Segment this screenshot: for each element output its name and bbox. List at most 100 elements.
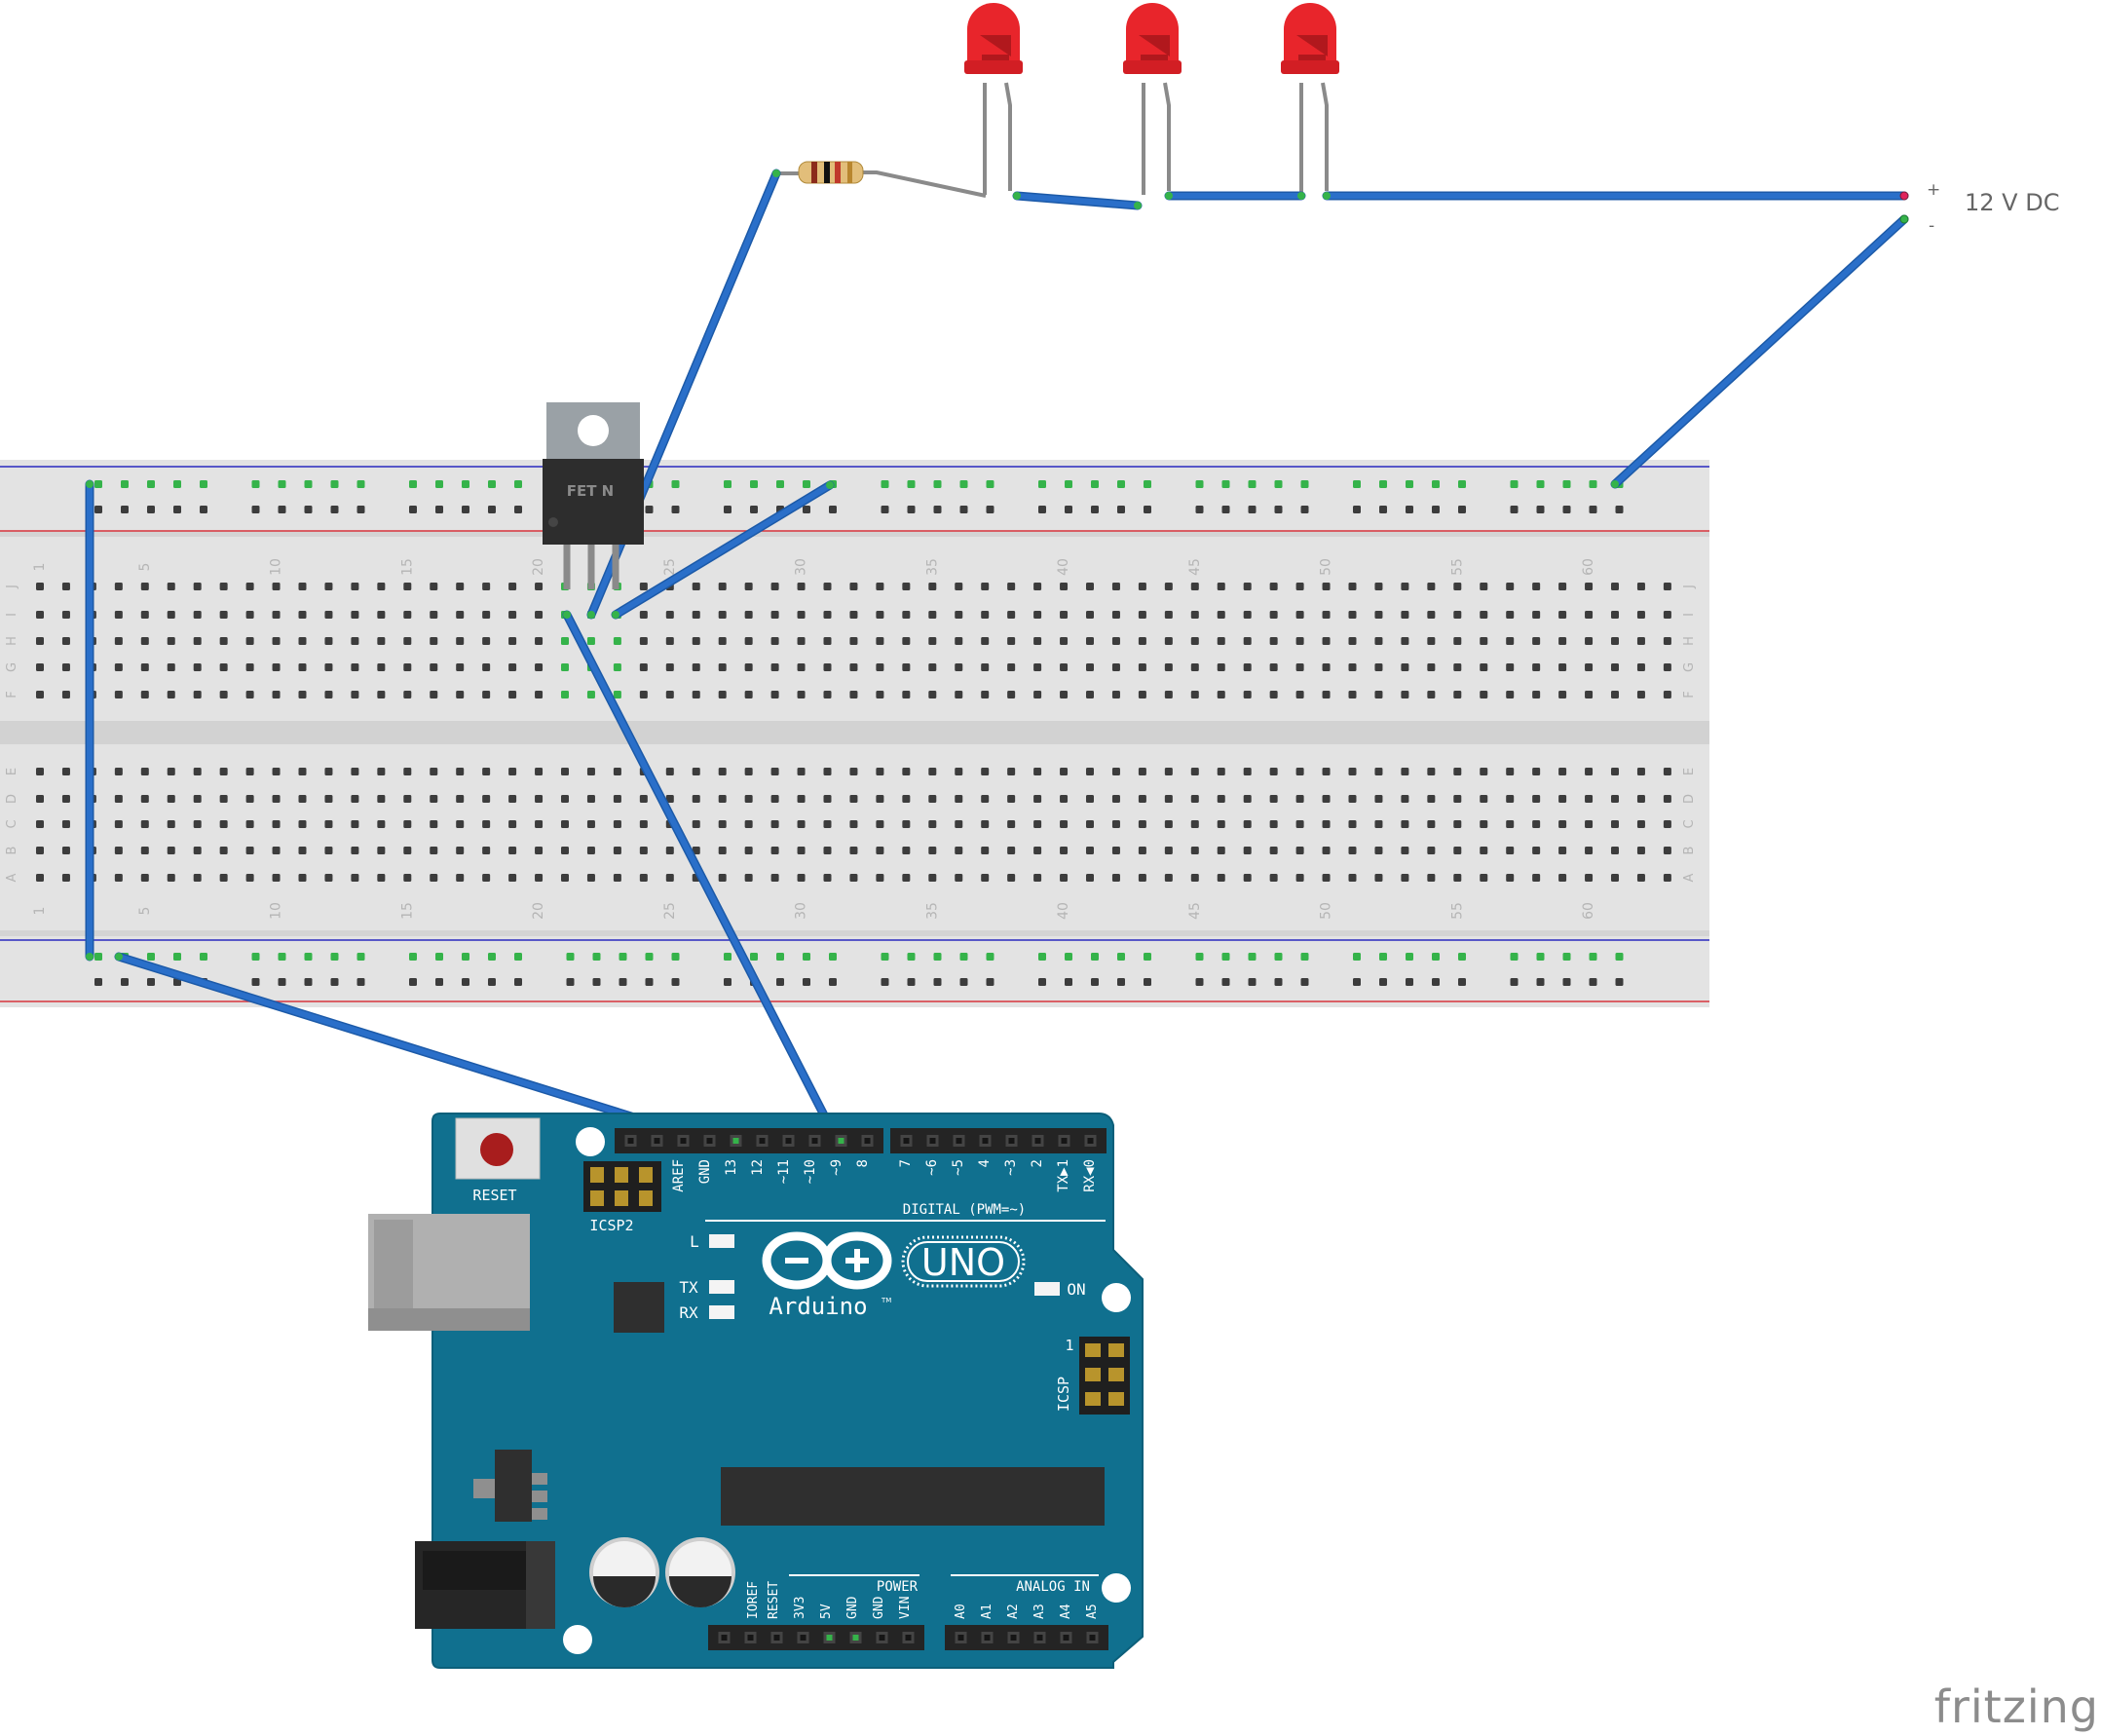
n-channel-fet: FET N (543, 402, 644, 589)
breadboard-hole (692, 768, 700, 775)
breadboard-hole (61, 637, 70, 645)
breadboard-hole (114, 847, 123, 854)
rail-hole (645, 978, 654, 986)
breadboard-hole (1138, 795, 1146, 803)
breadboard-hole (1295, 611, 1304, 619)
rail-hole (1038, 953, 1046, 961)
led-die-base (982, 55, 1009, 60)
breadboard-hole (508, 663, 517, 671)
breadboard-hole (876, 768, 884, 775)
breadboard-hole (1269, 583, 1278, 590)
breadboard-hole (298, 768, 307, 775)
power-pin-label: RESET (767, 1581, 781, 1619)
rail-hole (803, 953, 810, 961)
breadboard-hole (876, 795, 884, 803)
reset-button[interactable] (480, 1133, 513, 1166)
breadboard-hole (981, 583, 990, 590)
breadboard-hole (245, 637, 254, 645)
breadboard-hole (665, 691, 674, 698)
breadboard-hole (535, 795, 544, 803)
rail-hole (907, 953, 916, 961)
supply-minus-terminal (1899, 214, 1909, 224)
rail-hole (514, 953, 522, 961)
rail-hole (619, 953, 627, 961)
breadboard-hole (1611, 874, 1619, 882)
breadboard-hole (823, 795, 832, 803)
rail-hole (986, 506, 994, 513)
breadboard-hole (1243, 691, 1252, 698)
rail-hole (1195, 953, 1204, 961)
digital-pin-label: 8 (855, 1159, 871, 1167)
breadboard-hole (981, 768, 990, 775)
reset-label: RESET (472, 1187, 516, 1204)
digital-pin-label: 13 (724, 1159, 739, 1176)
breadboard-hole (718, 691, 727, 698)
column-number-top: 20 (531, 558, 546, 576)
breadboard-hole (167, 611, 175, 619)
breadboard-hole (36, 663, 44, 671)
rail-hole (1432, 953, 1440, 961)
rail-hole (1300, 978, 1309, 986)
digital-right-pin-hole (1061, 1138, 1068, 1144)
breadboard-hole (351, 847, 359, 854)
breadboard-hole (377, 768, 386, 775)
breadboard-hole (981, 820, 990, 828)
breadboard-hole (430, 637, 438, 645)
breadboard-hole (1164, 583, 1173, 590)
digital-pin-label: ~9 (829, 1159, 844, 1176)
digital-pin-label: ~11 (776, 1159, 792, 1184)
breadboard-hole (770, 583, 779, 590)
breadboard-hole (1532, 847, 1541, 854)
mounting-hole-bottom-left (563, 1625, 592, 1654)
row-letter: B (1682, 847, 1697, 855)
breadboard-hole (718, 847, 727, 854)
breadboard-hole (1348, 663, 1357, 671)
breadboard-hole (403, 637, 412, 645)
rail-hole (1353, 953, 1361, 961)
breadboard-hole (1611, 583, 1619, 590)
rail-hole (488, 953, 496, 961)
digital-right-pin-hole (982, 1138, 989, 1144)
rail-hole (409, 506, 417, 513)
breadboard-hole (272, 637, 281, 645)
breadboard-hole (1480, 847, 1488, 854)
breadboard-hole (403, 691, 412, 698)
breadboard-hole (639, 874, 648, 882)
wire-endpoint (1134, 202, 1142, 209)
breadboard-hole (1269, 663, 1278, 671)
breadboard-hole (1506, 874, 1515, 882)
breadboard-hole (849, 637, 858, 645)
mounting-hole-right-lower (1102, 1573, 1131, 1603)
rail-hole (251, 506, 260, 513)
rail-hole (1562, 978, 1571, 986)
breadboard-hole (535, 691, 544, 698)
row-letter: H (1682, 636, 1697, 646)
breadboard-hole (1348, 874, 1357, 882)
breadboard-hole (324, 847, 333, 854)
breadboard-hole (981, 611, 990, 619)
breadboard-hole (298, 663, 307, 671)
analog-pin-hole (1036, 1635, 1043, 1641)
breadboard-hole (1532, 611, 1541, 619)
rail-hole (776, 953, 784, 961)
rail-hole (1536, 506, 1545, 513)
breadboard-hole (639, 691, 648, 698)
breadboard-hole (219, 583, 228, 590)
breadboard-hole (1585, 768, 1594, 775)
breadboard-hole (1663, 820, 1671, 828)
column-number-top: 40 (1056, 558, 1071, 576)
rail-hole (304, 978, 313, 986)
wire-endpoint (1611, 480, 1619, 488)
breadboard-hole (692, 611, 700, 619)
breadboard-hole (1060, 637, 1069, 645)
breadboard-hole (36, 874, 44, 882)
breadboard-hole (219, 663, 228, 671)
analog-label: ANALOG IN (1016, 1579, 1090, 1595)
breadboard-hole (430, 663, 438, 671)
breadboard-hole (1506, 768, 1515, 775)
breadboard-hole (1190, 795, 1199, 803)
breadboard-hole (351, 874, 359, 882)
column-number-bottom: 45 (1187, 902, 1203, 920)
breadboard-hole (1086, 583, 1094, 590)
